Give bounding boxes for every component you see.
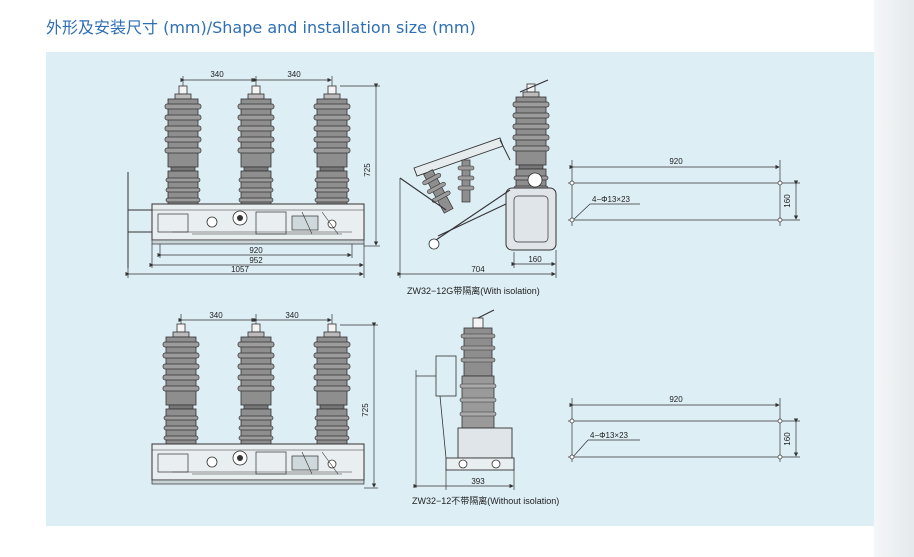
page-title: 外形及安装尺寸 (mm)/Shape and installation size… — [46, 18, 476, 37]
front-view-without-isolation: 340 340 725 — [151, 311, 378, 489]
dim-920-mount: 920 — [669, 157, 683, 166]
dim-704: 704 — [471, 265, 485, 274]
dim-1057: 1057 — [231, 265, 249, 274]
dim-920: 920 — [249, 246, 263, 255]
dim-920-mount-b: 920 — [669, 395, 683, 404]
dim-952: 952 — [249, 256, 263, 265]
dim-393: 393 — [471, 477, 485, 486]
dim-340-left-b: 340 — [209, 311, 223, 320]
side-view-with-isolation: 704 160 ZW32−12G带隔离(With isolation) — [397, 79, 557, 296]
caption-without-isolation: ZW32−12不带隔离(Without isolation) — [412, 495, 559, 506]
mounting-holes-top: 920 160 4−Φ13×23 — [568, 157, 800, 226]
dim-340-left: 340 — [210, 70, 224, 79]
holes-spec-b: 4−Φ13×23 — [590, 431, 629, 440]
front-view-with-isolation: 340 340 725 920 — [125, 70, 380, 278]
dim-725-b: 725 — [361, 403, 370, 417]
dim-340-right: 340 — [287, 70, 301, 79]
mounting-holes-bottom: 920 160 4−Φ13×23 — [568, 395, 800, 462]
side-view-without-isolation: 393 ZW32−12不带隔离(Without isolation) — [412, 309, 559, 506]
dim-340-right-b: 340 — [285, 311, 299, 320]
dim-160-mount-b: 160 — [783, 432, 792, 446]
dim-725: 725 — [363, 163, 372, 177]
dim-160-mount: 160 — [783, 194, 792, 208]
dim-160-side: 160 — [528, 255, 542, 264]
caption-with-isolation: ZW32−12G带隔离(With isolation) — [407, 285, 540, 296]
holes-spec: 4−Φ13×23 — [592, 195, 631, 204]
page-edge-shade — [874, 0, 914, 557]
